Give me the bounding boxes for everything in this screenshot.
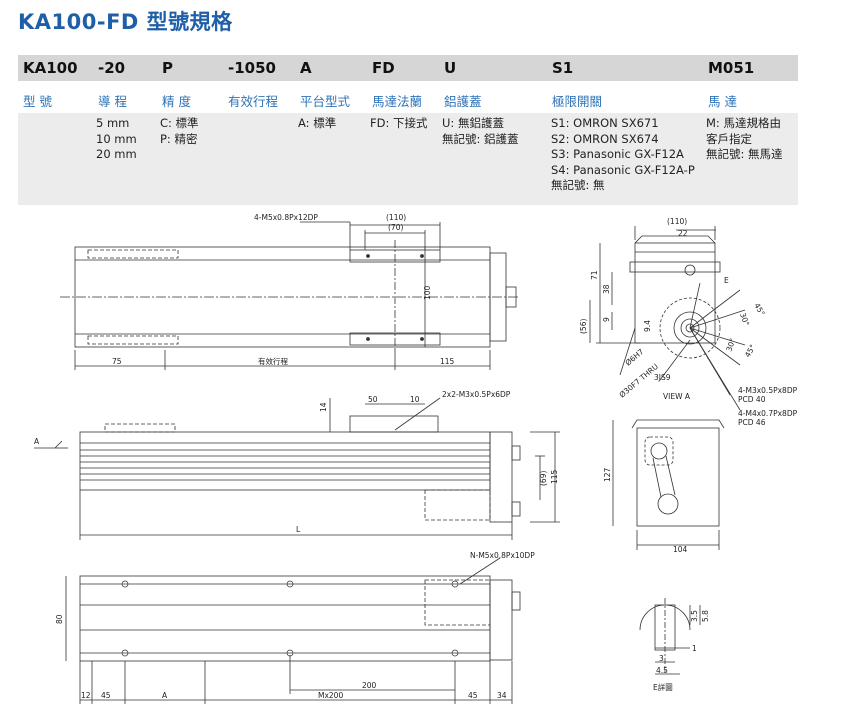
va-pcd-2: PCD 46	[738, 418, 766, 427]
va-dim-22: 22	[678, 229, 688, 238]
side-dim-14: 14	[319, 402, 328, 412]
bottom-dim-45b: 45	[468, 691, 478, 700]
top-dim-115: 115	[440, 357, 455, 366]
ev-dim-104: 104	[673, 545, 688, 554]
switch-options: S1: OMRON SX671 S2: OMRON SX674 S3: Pana…	[551, 116, 695, 192]
side-view	[34, 397, 560, 540]
top-view	[60, 221, 520, 370]
de-dim-35: 3.5	[690, 610, 699, 622]
page-title: KA100-FD 型號規格	[18, 10, 233, 34]
va-dim-9: 9	[602, 317, 611, 322]
bottom-view	[65, 557, 521, 704]
va-angle-30a: 30°	[738, 312, 751, 328]
field-lead: 導 程	[98, 94, 127, 109]
code-flange: FD	[372, 59, 395, 77]
side-dim-69: (69)	[539, 471, 548, 486]
model-code-header: KA100 -20 P -1050 A FD U S1 M051	[18, 55, 798, 81]
bottom-dim-80: 80	[55, 614, 64, 624]
top-dim-100: 100	[423, 285, 432, 300]
top-view-labels: 4-M5x0.8Px12DP (110) (70) 100 75 有效行程 11…	[112, 213, 455, 366]
top-callout: 4-M5x0.8Px12DP	[254, 213, 318, 222]
side-dim-115: 115	[550, 469, 559, 484]
top-dim-70: (70)	[388, 223, 403, 232]
va-dim-110: (110)	[667, 217, 687, 226]
de-dim-1: 1	[692, 644, 697, 653]
de-dim-3: 3	[659, 654, 664, 663]
ev-dim-127: 127	[603, 467, 612, 482]
va-dim-71: 71	[590, 270, 599, 280]
side-callout: 2x2-M3x0.5Px6DP	[442, 390, 511, 399]
bottom-callout: N-M5x0.8Px10DP	[470, 551, 535, 560]
bottom-dim-45a: 45	[101, 691, 111, 700]
bottom-dim-12: 12	[81, 691, 91, 700]
field-precision: 精 度	[162, 94, 191, 109]
field-switch: 極限開關	[552, 94, 603, 109]
field-stroke: 有效行程	[228, 94, 279, 109]
side-view-labels: 2x2-M3x0.5Px6DP 50 10 14 (69) 115 L A	[34, 390, 559, 534]
code-motor: M051	[708, 59, 755, 77]
precision-options: C: 標準 P: 精密	[160, 116, 199, 146]
cover-options: U: 無鋁護蓋 無記號: 鋁護蓋	[442, 116, 519, 146]
code-stroke: -1050	[228, 59, 276, 77]
side-dim-50: 50	[368, 395, 378, 404]
field-cover: 鋁護蓋	[444, 94, 482, 109]
bottom-dim-A: A	[162, 691, 168, 700]
va-hole-6h7: Ø6H7	[624, 347, 646, 368]
code-platform: A	[300, 59, 312, 77]
side-dim-10: 10	[410, 395, 420, 404]
field-flange: 馬達法蘭	[372, 94, 423, 109]
top-dim-75: 75	[112, 357, 122, 366]
va-angle-45b: 45°	[743, 343, 758, 359]
de-caption: E詳圖	[653, 682, 673, 692]
code-lead: -20	[98, 59, 126, 77]
va-callout-1: 4-M3x0.5Px8DP	[738, 386, 798, 395]
code-precision: P	[162, 59, 173, 77]
motor-options: M: 馬達規格由 客戶指定 無記號: 無馬達	[706, 116, 783, 161]
code-switch: S1	[552, 59, 574, 77]
flange-options: FD: 下接式	[370, 116, 428, 130]
top-stroke-label: 有效行程	[258, 356, 288, 366]
va-pcd-1: PCD 40	[738, 395, 766, 404]
end-view	[612, 419, 725, 550]
va-angle-30b: 30°	[724, 337, 737, 353]
field-platform: 平台型式	[300, 94, 351, 109]
bottom-dim-34: 34	[497, 691, 507, 700]
detail-e-labels: 3.5 5.8 1 3 4.5 E詳圖	[653, 610, 710, 692]
top-dim-110: (110)	[386, 213, 406, 222]
field-model: 型 號	[23, 94, 52, 109]
va-caption: VIEW A	[663, 392, 691, 401]
field-motor: 馬 達	[708, 94, 737, 109]
detail-e	[639, 598, 701, 675]
bottom-dim-200: 200	[362, 681, 377, 690]
bottom-dim-mx200: Mx200	[318, 691, 343, 700]
va-label-E: E	[724, 276, 729, 285]
code-cover: U	[444, 59, 457, 77]
options-body	[18, 113, 798, 205]
bottom-view-labels: N-M5x0.8Px10DP 80 200 12 45 A Mx200 45 3…	[55, 551, 535, 700]
view-a-marker: A	[34, 437, 40, 446]
platform-options: A: 標準	[298, 116, 337, 130]
va-callout-2: 4-M4x0.7Px8DP	[738, 409, 798, 418]
va-dim-94: 9.4	[643, 320, 652, 332]
de-dim-58: 5.8	[701, 610, 710, 622]
side-dim-L: L	[296, 525, 301, 534]
code-model: KA100	[23, 59, 78, 77]
va-angle-45a: 45°	[752, 302, 767, 318]
va-dim-56: (56)	[579, 319, 588, 334]
view-a	[589, 226, 746, 411]
end-view-labels: 127 104	[603, 467, 688, 554]
va-dim-38: 38	[602, 284, 611, 294]
de-dim-45: 4.5	[656, 666, 668, 675]
bottom-view-holes	[121, 580, 459, 657]
lead-options: 5 mm 10 mm 20 mm	[96, 116, 137, 161]
va-js9: 3JS9	[654, 373, 671, 382]
